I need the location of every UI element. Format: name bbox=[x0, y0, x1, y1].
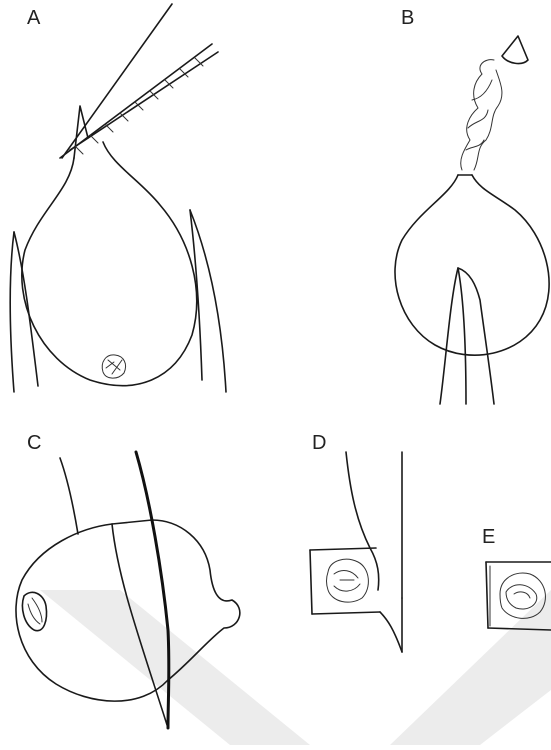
panel-label-c: C bbox=[27, 433, 41, 453]
panel-label-d: D bbox=[312, 433, 326, 453]
panel-label-e: E bbox=[482, 527, 495, 547]
panel-a-drawing bbox=[10, 4, 226, 392]
panel-d-drawing bbox=[310, 452, 402, 652]
watermark bbox=[40, 590, 551, 745]
panel-label-b: B bbox=[401, 8, 414, 28]
panel-label-a: A bbox=[27, 8, 40, 28]
panel-b-drawing bbox=[395, 36, 549, 404]
